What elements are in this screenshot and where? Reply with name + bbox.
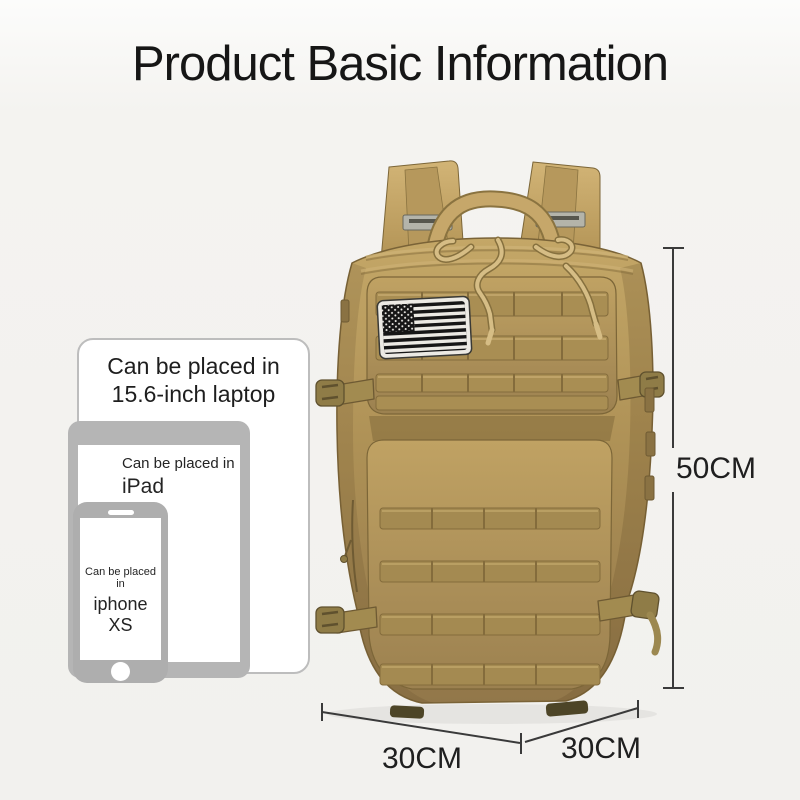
iphone-caption: Can be placed in iphone XS [80,566,161,636]
ipad-caption: Can be placed in iPad [122,455,235,499]
dimension-lines [321,247,684,754]
us-flag-patch [376,295,473,360]
height-dimension-label: 50CM [676,452,757,485]
bottom-right-dimension-label: 30CM [561,732,642,765]
width-dimension-line [321,703,522,754]
laptop-caption: Can be placed in 15.6-inch laptop [79,352,308,408]
lower-webbing-rows [379,507,601,686]
ipad-caption-line2: iPad [122,475,165,498]
iphone-caption-line1: Can be placed in [85,566,156,590]
backpack [315,160,665,719]
bottom-feet [389,700,589,719]
side-molle-loops [340,299,656,501]
right-shoulder-strap [517,161,601,261]
side-zipper [340,499,358,593]
iphone-home-button [111,662,130,681]
zipper-pull-cords [433,236,603,346]
carry-handle [425,190,563,261]
upper-front-pouch [366,236,618,415]
laptop-caption-line1: Can be placed in [107,353,280,379]
ipad-caption-line1: Can be placed in [122,455,235,472]
depth-dimension-line [524,700,639,743]
lower-front-pouch [366,439,613,690]
height-dimension-line [663,247,684,689]
iphone-caption-line2: iphone XS [93,594,148,635]
page-title: Product Basic Information [131,37,669,91]
laptop-caption-line2: 15.6-inch laptop [111,381,276,408]
iphone-screen: Can be placed in iphone XS [80,518,161,660]
iphone-speaker [108,510,134,515]
bottom-left-dimension-label: 30CM [382,742,463,775]
iphone-mockup: Can be placed in iphone XS [73,502,168,683]
